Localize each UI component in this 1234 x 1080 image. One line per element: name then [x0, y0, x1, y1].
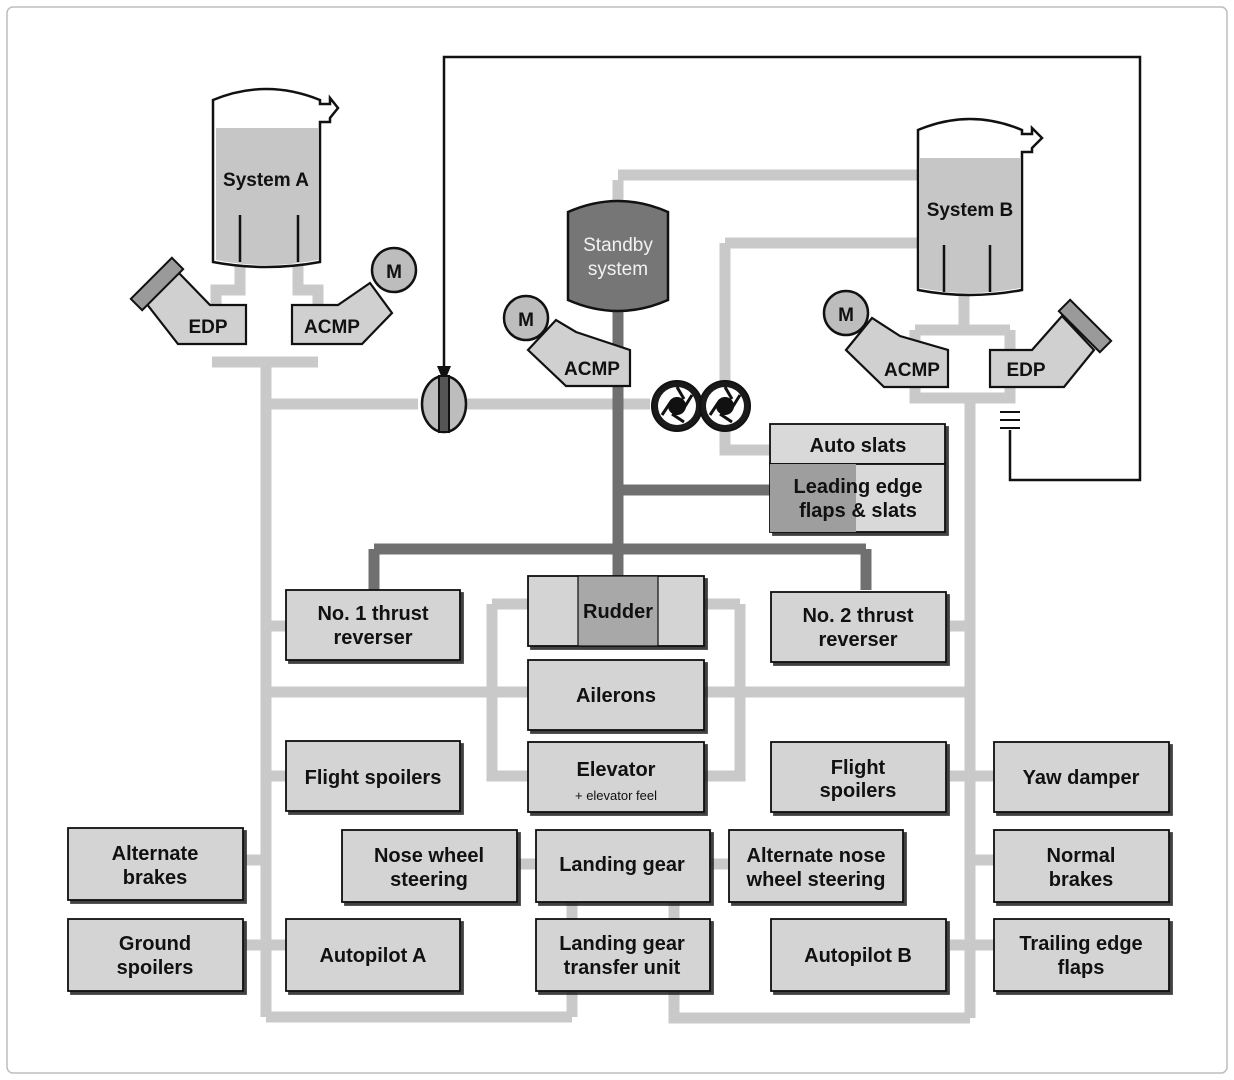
- acmp-label-b: ACMP: [884, 360, 940, 381]
- alt-nose-wheel-label-1: Alternate nose: [747, 845, 886, 867]
- autopilot-b-label: Autopilot B: [804, 945, 912, 967]
- nose-wheel-steering-box: [341, 829, 518, 903]
- yaw-damper-label: Yaw damper: [1023, 767, 1140, 789]
- tank-label-system-b: System B: [927, 200, 1014, 221]
- thrust-reverser-2-box: [770, 591, 947, 663]
- le-flaps-label-2: flaps & slats: [799, 500, 917, 522]
- normal-brakes-label-2: brakes: [1049, 869, 1114, 891]
- alt-nose-wheel-label-2: wheel steering: [746, 869, 886, 891]
- thrust-rev-2-label-2: reverser: [819, 629, 898, 651]
- auto-slats-label: Auto slats: [810, 435, 907, 457]
- thrust-rev-1-label-2: reverser: [334, 627, 413, 649]
- ground-spoilers-label-1: Ground: [119, 933, 191, 955]
- ltu-box: [535, 918, 711, 992]
- flight-spoilers-right-label-1: Flight: [831, 757, 886, 779]
- ailerons-box: [527, 659, 705, 731]
- tank-label-standby-1: Standby: [583, 235, 653, 256]
- trailing-edge-flaps-label-2: flaps: [1058, 957, 1105, 979]
- ptu-icon: [651, 380, 751, 432]
- flight-spoilers-left-label: Flight spoilers: [305, 767, 442, 789]
- thrust-reverser-1-box: [285, 589, 461, 661]
- nose-wheel-steering-label-2: steering: [390, 869, 468, 891]
- acmp-label-a: ACMP: [304, 317, 360, 338]
- component-boxes: [67, 423, 1170, 992]
- flight-spoilers-right-box: [770, 741, 947, 813]
- le-flaps-label-1: Leading edge: [794, 476, 923, 498]
- autopilot-a-box: [285, 918, 461, 992]
- yaw-damper-box: [993, 741, 1170, 813]
- fuse-icon: [1000, 411, 1020, 429]
- motor-label-a: M: [386, 262, 402, 283]
- system-a-pipes: [210, 262, 650, 1023]
- thrust-rev-2-label-1: No. 2 thrust: [802, 605, 913, 627]
- flight-spoilers-left-box: [285, 740, 461, 812]
- motor-label-b: M: [838, 305, 854, 326]
- alternate-brakes-label-1: Alternate: [112, 843, 199, 865]
- flight-spoilers-right-label-2: spoilers: [820, 780, 897, 802]
- ground-spoilers-box: [67, 918, 244, 992]
- thrust-rev-1-label-1: No. 1 thrust: [317, 603, 428, 625]
- ground-spoilers-label-2: spoilers: [117, 957, 194, 979]
- auto-slats-box: [769, 423, 946, 465]
- alternate-brakes-box: [67, 827, 244, 901]
- trailing-edge-flaps-box: [993, 918, 1170, 992]
- edp-label-a: EDP: [188, 317, 227, 338]
- acmp-label-standby: ACMP: [564, 359, 620, 380]
- tank-label-system-a: System A: [223, 170, 309, 191]
- edp-label-b: EDP: [1006, 360, 1045, 381]
- edp-system-a: EDP: [129, 256, 248, 346]
- ailerons-label: Ailerons: [576, 685, 656, 707]
- reservoir-system-b: System B: [916, 117, 1044, 297]
- alternate-brakes-label-2: brakes: [123, 867, 188, 889]
- reservoir-system-a: System A: [211, 87, 340, 269]
- nose-wheel-steering-label-1: Nose wheel: [374, 845, 484, 867]
- normal-brakes-label-1: Normal: [1047, 845, 1116, 867]
- autopilot-a-label: Autopilot A: [319, 945, 426, 967]
- return-line: [442, 55, 1142, 482]
- landing-gear-box: [535, 829, 711, 903]
- elevator-label: Elevator: [577, 759, 656, 781]
- motor-label-standby: M: [518, 310, 534, 331]
- tank-label-standby-2: system: [588, 259, 648, 280]
- acmp-system-a: M ACMP: [290, 246, 418, 346]
- trailing-edge-flaps-label-1: Trailing edge: [1019, 933, 1142, 955]
- elevator-feel-label: + elevator feel: [575, 788, 657, 803]
- shutoff-valve-icon: [420, 374, 468, 434]
- edp-system-b: EDP: [988, 298, 1113, 389]
- normal-brakes-box: [993, 829, 1170, 903]
- standby-pipes: [368, 310, 872, 590]
- autopilot-b-box: [770, 918, 947, 992]
- rudder-label: Rudder: [583, 601, 653, 623]
- alt-nose-wheel-steering-box: [728, 829, 904, 903]
- acmp-system-b: M ACMP: [822, 289, 950, 389]
- ltu-label-2: transfer unit: [564, 957, 681, 979]
- elevator-box: [527, 741, 705, 813]
- reservoir-standby: Standby system: [566, 199, 670, 313]
- component-labels: Auto slats Leading edge flaps & slats No…: [112, 435, 1143, 979]
- acmp-standby: M ACMP: [502, 294, 632, 388]
- arrow-head: [437, 366, 451, 383]
- ltu-label-1: Landing gear: [559, 933, 685, 955]
- landing-gear-label: Landing gear: [559, 854, 685, 876]
